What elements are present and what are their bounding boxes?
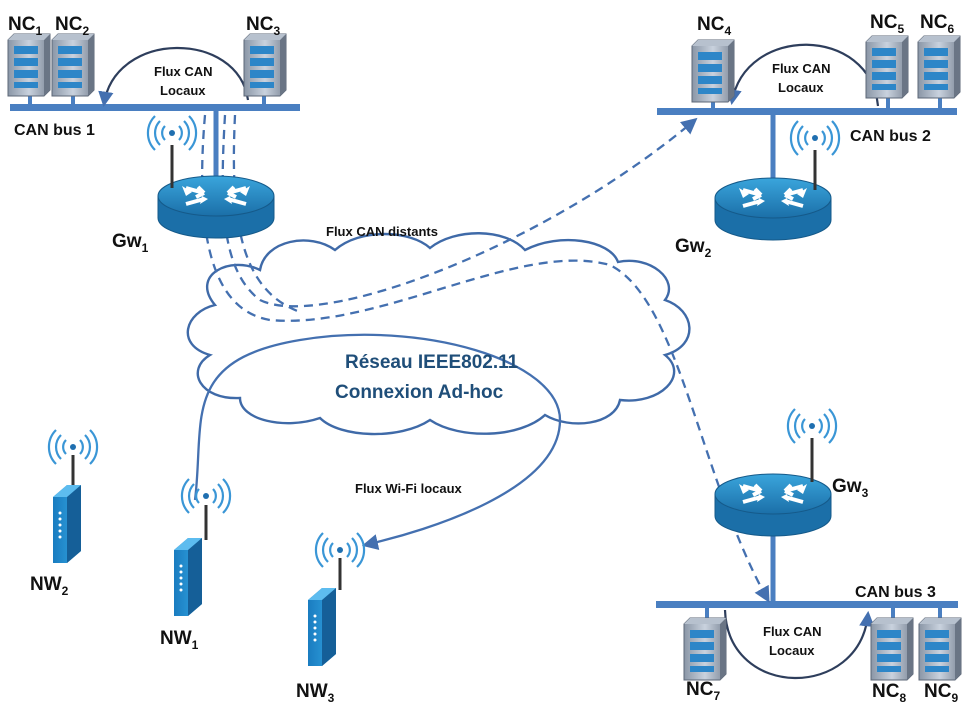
remote-flow-3: [232, 114, 301, 314]
nc8-label: NC8: [872, 681, 906, 705]
can-bus-2-line: [657, 108, 957, 115]
local-flow-1-line1: Flux CAN: [154, 64, 213, 79]
gw1-label: Gw1: [112, 231, 149, 255]
can-bus-1-line: [10, 104, 300, 111]
local-flow-3-line2: Locaux: [769, 643, 815, 658]
nc9-label: NC9: [924, 681, 958, 705]
nc4-label: NC4: [697, 14, 731, 38]
local-flow-1-line2: Locaux: [160, 83, 206, 98]
gw1-antenna-waves-icon: [146, 114, 198, 152]
remote-flow-label: Flux CAN distants: [326, 224, 438, 239]
nw3-device-icon: [308, 588, 336, 666]
can-bus-2-label: CAN bus 2: [850, 128, 931, 145]
wifi-flow-nw1: [193, 333, 562, 550]
gw3-antenna-waves-icon: [786, 407, 838, 445]
nw2-device-icon: [53, 485, 81, 563]
server-nc7-icon: [683, 617, 727, 681]
cloud-title-line1: Réseau IEEE802.11: [345, 352, 519, 373]
wifi-flow-label: Flux Wi-Fi locaux: [355, 481, 463, 496]
server-nc1-icon: [7, 33, 51, 97]
local-flow-arc-3: [723, 609, 875, 680]
nc5-label: NC5: [870, 12, 904, 36]
gw2-antenna-waves-icon: [789, 119, 841, 157]
local-flow-3-line1: Flux CAN: [763, 624, 822, 639]
cloud-title-line2: Connexion Ad-hoc: [335, 382, 504, 403]
gw2-label: Gw2: [675, 236, 712, 260]
server-nc9-icon: [918, 617, 962, 681]
nw2-label: NW2: [30, 574, 69, 598]
nc2-label: NC2: [55, 14, 89, 38]
can-bus-3-line: [656, 601, 958, 608]
ieee80211-cloud: [186, 232, 691, 436]
can-bus-3-label: CAN bus 3: [855, 584, 936, 601]
nw1-label: NW1: [160, 628, 199, 652]
nw1-device-icon: [174, 538, 202, 616]
server-nc3-icon: [243, 33, 287, 97]
server-nc2-icon: [51, 33, 95, 97]
can-bus-1-label: CAN bus 1: [14, 122, 95, 139]
server-nc5-icon: [865, 35, 909, 99]
router-gw3-icon: [713, 472, 833, 538]
local-flow-arc-1: [98, 46, 250, 108]
nc6-label: NC6: [920, 12, 954, 36]
local-flow-2-line2: Locaux: [778, 80, 824, 95]
server-nc4-icon: [691, 39, 735, 103]
nc1-label: NC1: [8, 14, 42, 38]
remote-flow-2: [201, 114, 770, 603]
router-gw1-icon: [156, 174, 276, 240]
nw3-label: NW3: [296, 681, 335, 705]
nc3-label: NC3: [246, 14, 280, 38]
local-flow-2-line1: Flux CAN: [772, 61, 831, 76]
gw3-label: Gw3: [832, 476, 869, 500]
server-nc6-icon: [917, 35, 961, 99]
nc7-label: NC7: [686, 679, 720, 703]
server-nc8-icon: [870, 617, 914, 681]
